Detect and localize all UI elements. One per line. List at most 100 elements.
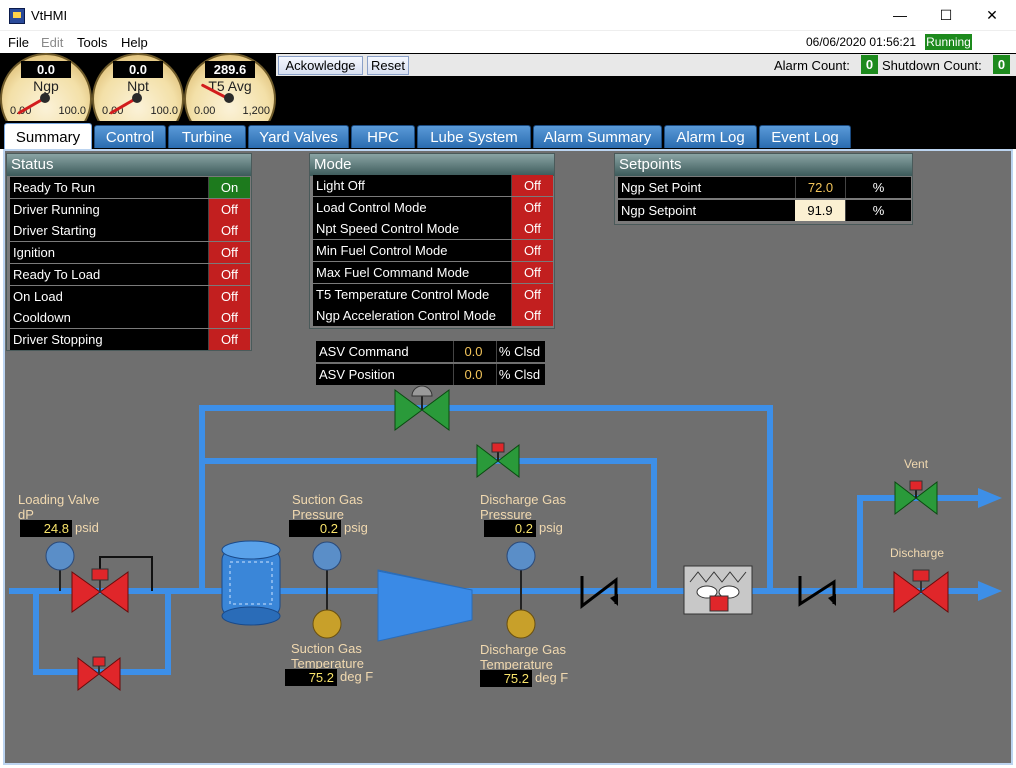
mode-state-indicator: Off	[511, 218, 553, 240]
shutdown-count-label: Shutdown Count:	[882, 58, 982, 73]
close-button[interactable]: ✕	[986, 7, 998, 23]
gauge-min: 0.00	[194, 105, 216, 117]
asv-command-unit: % Clsd	[496, 341, 542, 362]
setpoint-input[interactable]: 91.9	[795, 200, 845, 221]
tab-summary[interactable]: Summary	[4, 123, 92, 150]
tab-alarm-log[interactable]: Alarm Log	[664, 125, 757, 148]
tab-hpc[interactable]: HPC	[351, 125, 415, 148]
tab-yard-valves[interactable]: Yard Valves	[248, 125, 349, 148]
maximize-button[interactable]: ☐	[939, 7, 953, 23]
tab-event-log[interactable]: Event Log	[759, 125, 851, 148]
setpoint-row: Ngp Set Point 72.0 %	[618, 177, 911, 198]
suction-temperature-transmitter-icon	[312, 609, 342, 639]
gauge-t5-avg: 289.6 T5 Avg 0.00 1,200	[184, 53, 276, 121]
menu-edit[interactable]: Edit	[41, 35, 64, 50]
check-valve-icon	[798, 576, 836, 607]
mode-state-indicator: Off	[511, 196, 553, 218]
gauge-label: Npt	[127, 78, 149, 94]
asv-position-label: ASV Position	[319, 367, 395, 382]
gauge-max: 100.0	[58, 105, 86, 117]
acknowledge-button[interactable]: Ackowledge	[278, 56, 363, 75]
tab-alarm-summary[interactable]: Alarm Summary	[533, 125, 662, 148]
gauge-max: 1,200	[242, 105, 270, 117]
anti-surge-valve-icon[interactable]	[394, 385, 450, 431]
run-state-badge: Running	[925, 34, 972, 50]
loading-valve-icon[interactable]	[71, 568, 129, 613]
discharge-temperature-unit: deg F	[535, 670, 569, 685]
status-state-indicator: Off	[208, 285, 250, 307]
suction-pressure-value: 0.2	[289, 520, 341, 537]
status-row-label: Ignition	[13, 245, 55, 261]
asv-position-unit: % Clsd	[496, 364, 542, 385]
discharge-valve-icon[interactable]	[893, 569, 949, 613]
menu-file[interactable]: File	[8, 35, 29, 50]
gauge-label: T5 Avg	[208, 78, 252, 94]
status-state-indicator: On	[208, 177, 250, 198]
window-title: VtHMI	[31, 8, 68, 23]
suction-pressure-label: Suction Gas Pressure	[292, 492, 363, 522]
status-state-indicator: Off	[208, 263, 250, 285]
asv-command-value: 0.0	[453, 341, 493, 362]
aftercooler-icon	[683, 565, 753, 615]
asv-position-row: ASV Position 0.0 % Clsd	[316, 364, 545, 385]
mode-panel-title: Mode	[310, 154, 554, 176]
setpoint-unit: %	[845, 177, 911, 198]
mode-state-indicator: Off	[511, 305, 553, 327]
alarm-bar: Ackowledge Reset Alarm Count: 0 Shutdown…	[276, 54, 1016, 76]
status-row-label: Cooldown	[13, 310, 71, 326]
mode-state-indicator: Off	[511, 240, 553, 262]
scrubber-vessel-icon	[221, 540, 281, 626]
mode-row: T5 Temperature Control Mode Off	[313, 283, 553, 305]
suction-temperature-label-line1: Suction Gas	[291, 641, 362, 656]
tab-turbine[interactable]: Turbine	[168, 125, 246, 148]
status-state-indicator: Off	[208, 328, 250, 350]
setpoint-value: 72.0	[795, 177, 845, 198]
gauge-npt: 0.0 Npt 0.00 100.0	[92, 53, 184, 121]
title-bar: VtHMI — ☐ ✕	[0, 0, 1016, 31]
mode-row-label: Ngp Acceleration Control Mode	[316, 308, 496, 324]
menu-help[interactable]: Help	[121, 35, 148, 50]
discharge-temperature-label: Discharge Gas Temperature	[480, 642, 566, 672]
discharge-temperature-value: 75.2	[480, 670, 532, 687]
reset-button[interactable]: Reset	[367, 56, 409, 75]
datetime-display: 06/06/2020 01:56:21	[806, 35, 917, 49]
mode-state-indicator: Off	[511, 261, 553, 283]
suction-pressure-label-line1: Suction Gas	[292, 492, 363, 507]
gauge-value: 0.0	[113, 61, 163, 78]
discharge-pressure-label-line1: Discharge Gas	[480, 492, 566, 507]
status-row-label: Driver Running	[13, 201, 100, 217]
gauge-max: 100.0	[150, 105, 178, 117]
menu-tools[interactable]: Tools	[77, 35, 108, 50]
mode-state-indicator: Off	[511, 175, 553, 196]
loading-valve-label-line2: dP	[18, 507, 34, 522]
tab-control[interactable]: Control	[94, 125, 166, 148]
status-panel-title: Status	[7, 154, 251, 176]
setpoint-row: Ngp Setpoint 91.9 %	[618, 200, 911, 221]
tab-lube-system[interactable]: Lube System	[417, 125, 531, 148]
vent-valve-icon[interactable]	[894, 480, 938, 516]
gauge-ngp: 0.0 Ngp 0.00 100.0	[0, 53, 92, 121]
loading-valve-dp-value: 24.8	[20, 520, 72, 537]
minimize-button[interactable]: —	[893, 7, 907, 23]
app-icon	[9, 8, 25, 24]
mode-row-label: T5 Temperature Control Mode	[316, 286, 490, 302]
status-state-indicator: Off	[208, 242, 250, 264]
discharge-pressure-label-line2: Pressure	[480, 507, 533, 522]
gauge-hub	[40, 93, 50, 103]
discharge-arrow-icon	[978, 581, 1002, 601]
hot-recycle-valve-icon[interactable]	[476, 442, 520, 479]
status-row: Ignition Off	[10, 242, 250, 264]
bypass-valve-icon[interactable]	[77, 656, 121, 692]
setpoints-panel: Setpoints Ngp Set Point 72.0 % Ngp Setpo…	[614, 153, 913, 225]
mode-state-indicator: Off	[511, 283, 553, 305]
mode-row-label: Min Fuel Control Mode	[316, 243, 448, 259]
